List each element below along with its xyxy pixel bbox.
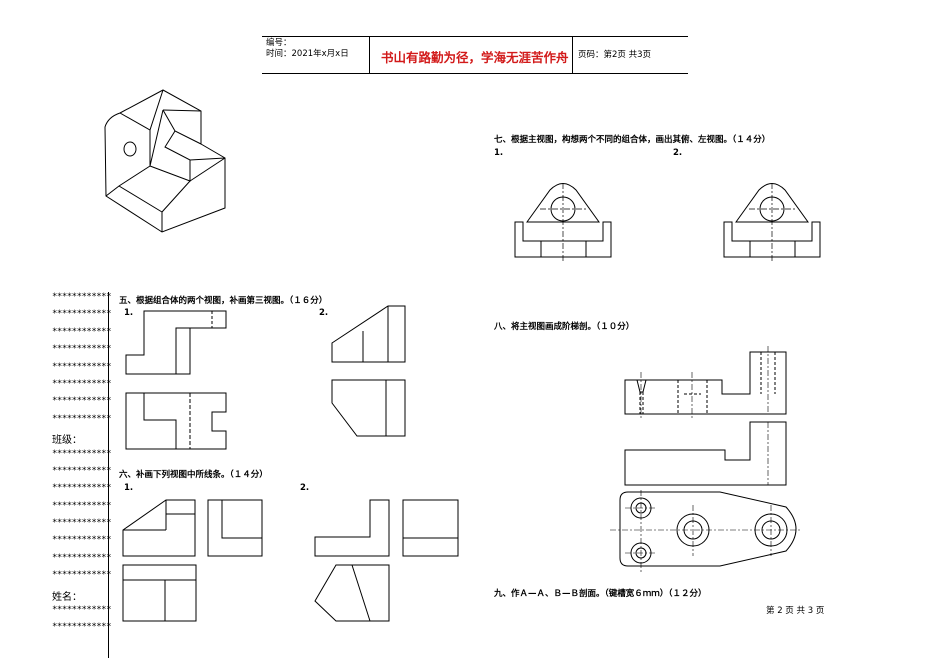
stars-row: ************ — [52, 622, 112, 633]
stars-row: ************ — [52, 448, 112, 459]
q8-top-view — [624, 421, 787, 486]
header-divider-right — [572, 36, 573, 73]
q7-sub2: 2. — [673, 148, 683, 158]
stars-row: ************ — [52, 570, 112, 581]
name-label: 姓名： — [52, 591, 82, 603]
stars-row: ************ — [52, 552, 112, 563]
page-info: 页码：第2页 共3页 — [578, 50, 652, 60]
stars-row: ************ — [52, 361, 112, 372]
stars-row: ************ — [52, 465, 112, 476]
q9-title: 九、作Ａ—Ａ、Ｂ—Ｂ剖面。（键槽宽６ｍｍ）（１２分） — [494, 589, 707, 599]
header-top-line — [262, 36, 688, 37]
stars-row: ************ — [52, 483, 112, 494]
stars-row: ************ — [52, 500, 112, 511]
time-label: 时间：2021年x月x日 — [266, 49, 349, 59]
stars-row: ************ — [52, 535, 112, 546]
q5-1-front-view — [125, 310, 227, 375]
header-divider-left — [369, 36, 370, 73]
header-bottom-line — [262, 73, 688, 74]
q6-1-views — [122, 499, 263, 622]
number-label: 编号： — [266, 38, 292, 48]
stars-row: ************ — [52, 396, 112, 407]
q6-title: 六、补画下列视图中所线条。（１４分） — [119, 470, 268, 480]
q6-sub2: 2. — [300, 483, 310, 493]
stars-row: ************ — [52, 326, 112, 337]
stars-row: ************ — [52, 309, 112, 320]
isometric-block — [104, 89, 226, 233]
q7-title: 七、根据主视图，构想两个不同的组合体，画出其俯、左视图。（１４分） — [494, 135, 771, 145]
q5-1-top-view — [125, 392, 227, 450]
q8-plan-view — [610, 490, 800, 572]
q5-2-top-view — [331, 379, 406, 437]
stars-row: ************ — [52, 413, 112, 424]
binding-line — [108, 292, 109, 658]
q7-2-front-view — [723, 183, 821, 263]
q8-title: 八、将主视图画成阶梯剖。（１０分） — [494, 322, 635, 332]
stars-row: ************ — [52, 605, 112, 616]
q5-sub1: 1. — [124, 308, 134, 318]
q7-1-front-view — [514, 183, 612, 263]
motto: 书山有路勤为径，学海无涯苦作舟 — [381, 50, 569, 65]
q5-sub2: 2. — [319, 308, 329, 318]
q6-2-views — [314, 499, 459, 622]
stars-row: ************ — [52, 378, 112, 389]
q8-front-view — [624, 346, 787, 418]
q5-title: 五、根据组合体的两个视图，补画第三视图。（１６分） — [119, 296, 328, 306]
q5-2-front-view — [331, 305, 406, 363]
stars-row: ************ — [52, 344, 112, 355]
q6-sub1: 1. — [124, 483, 134, 493]
sidebar: ************ ************ ************ *… — [52, 292, 114, 640]
footer-page-number: 第 2 页 共 3 页 — [766, 606, 825, 616]
q7-sub1: 1. — [494, 148, 504, 158]
stars-row: ************ — [52, 292, 112, 302]
class-label: 班级： — [52, 435, 82, 447]
stars-row: ************ — [52, 518, 112, 529]
